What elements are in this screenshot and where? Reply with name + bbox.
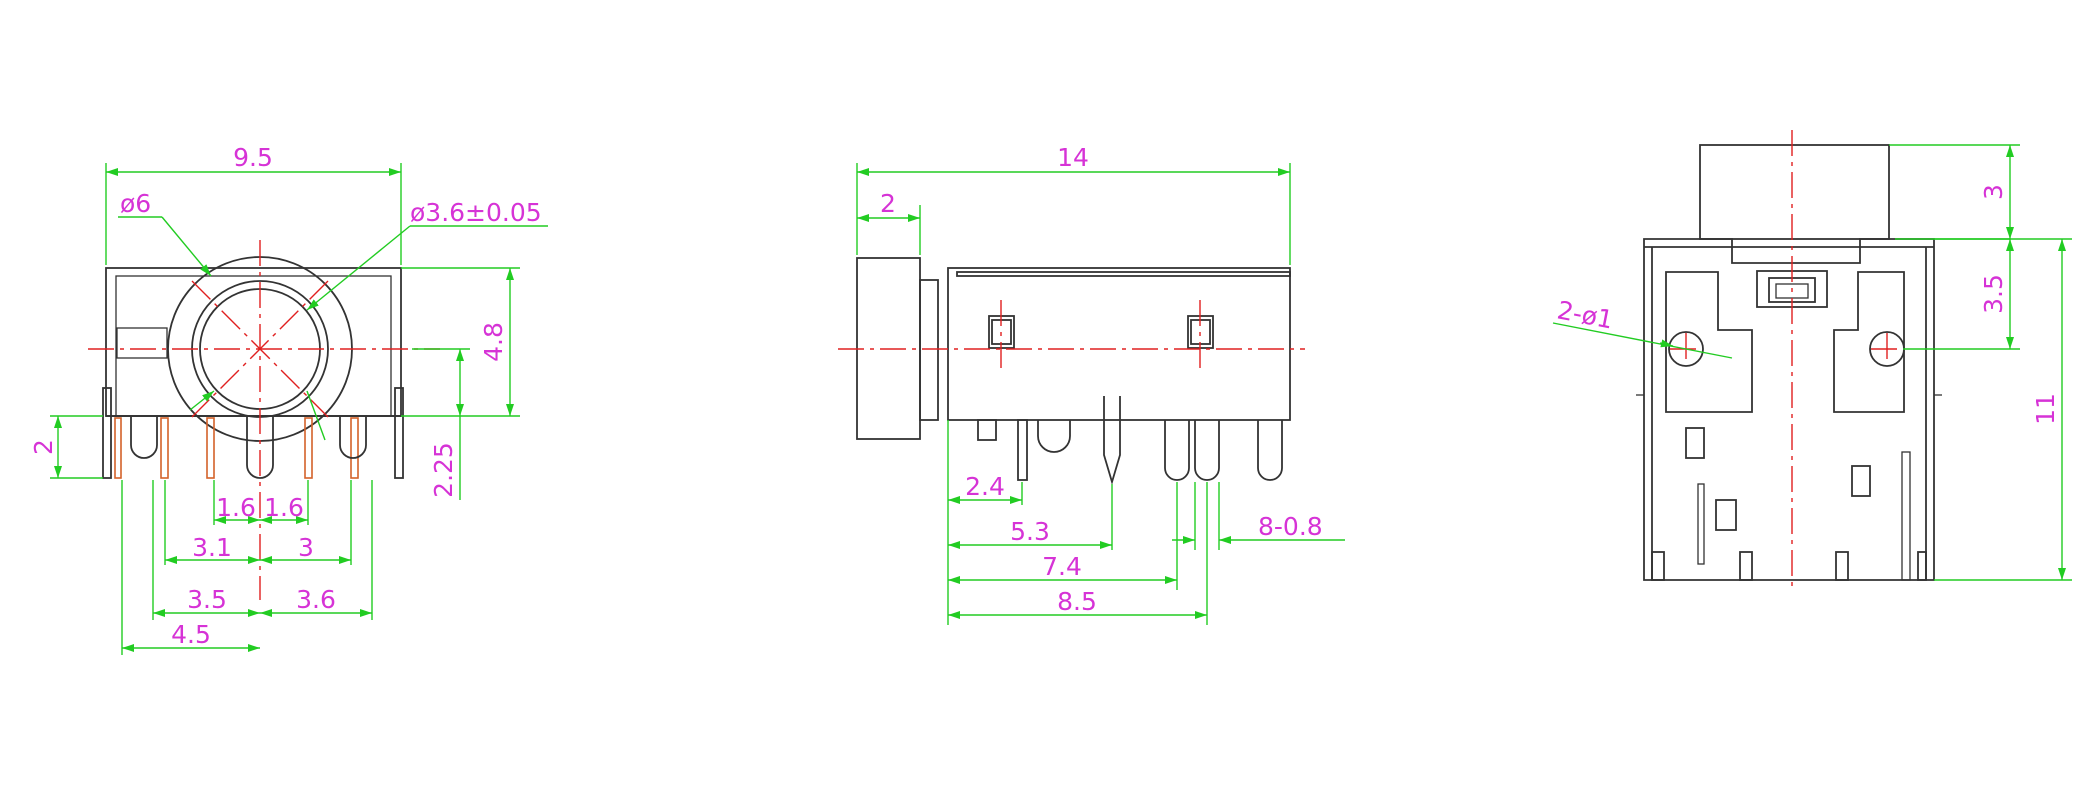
- dim-label: 2.25: [429, 442, 458, 498]
- dim-label: 2.4: [965, 472, 1005, 501]
- dim-label: 14: [1057, 143, 1089, 172]
- dim-label: 3: [1979, 184, 2008, 200]
- dim-label: 11: [2031, 393, 2060, 425]
- dim-bore-diameter: ø3.6±0.05: [189, 198, 548, 441]
- dim-side-5-3: 5.3: [948, 517, 1112, 549]
- dim-label: 5.3: [1010, 517, 1050, 546]
- dim-rear-holes: 2-ø1: [1552, 295, 1733, 359]
- dim-label: 3.1: [192, 533, 232, 562]
- dim-pitch-1-6: 1.6 1.6: [214, 493, 308, 524]
- dim-label: 3.6: [296, 585, 336, 614]
- dim-label: 1.6: [216, 493, 256, 522]
- dim-side-2-4: 2.4: [948, 472, 1022, 504]
- dim-label: 8-0.8: [1258, 512, 1323, 541]
- dim-label: 2: [880, 189, 896, 218]
- rear-view: 2-ø1 3 3.5 11: [1552, 130, 2072, 590]
- dim-label: 4.5: [171, 620, 211, 649]
- dim-rear-3: 3: [1889, 144, 2020, 240]
- dim-rear-11: 11: [1934, 238, 2072, 581]
- dim-span-3-5-3-6: 3.5 3.6: [153, 585, 372, 617]
- dim-label: 2-ø1: [1555, 295, 1616, 334]
- dim-span-3-1-3: 3.1 3: [165, 533, 351, 564]
- front-view-pins: [102, 387, 404, 479]
- dim-span-4-5: 4.5: [122, 620, 260, 652]
- dim-height-2-25: 2.25: [412, 348, 470, 500]
- dim-label: 3.5: [1979, 274, 2008, 314]
- front-view: 9.5 ø6 ø3.6±0.05 4.8 2.25: [29, 143, 548, 655]
- side-pin-extension-lines: [947, 420, 1220, 625]
- dim-side-length: 14: [856, 143, 1291, 265]
- dim-label: 7.4: [1042, 552, 1082, 581]
- side-view-body: [856, 257, 1291, 441]
- side-view-pins: [1017, 396, 1283, 486]
- dim-front-width: 9.5: [105, 143, 402, 265]
- dim-rear-3-5: 3.5: [1903, 239, 2020, 350]
- dim-side-7-4: 7.4: [948, 552, 1177, 584]
- dim-side-nose: 2: [857, 189, 921, 255]
- dim-label: 9.5: [233, 143, 273, 172]
- front-pin-extension-lines: [121, 480, 373, 655]
- dim-label: 8.5: [1057, 587, 1097, 616]
- dim-label: 4.8: [479, 322, 508, 362]
- dim-label: 1.6: [264, 493, 304, 522]
- dim-label: ø6: [120, 189, 151, 218]
- dim-height-2: 2: [29, 415, 103, 479]
- dim-label: 2: [29, 439, 58, 455]
- dim-side-pin-width: 8-0.8: [1172, 512, 1345, 544]
- side-view: 14 2 2.4 5.3 7.4: [838, 143, 1345, 625]
- dim-label: ø3.6±0.05: [410, 198, 542, 227]
- dim-outer-diameter: ø6: [118, 189, 212, 277]
- rear-view-body: [1636, 144, 1942, 581]
- dim-label: 3: [298, 533, 314, 562]
- dim-side-8-5: 8.5: [948, 587, 1207, 619]
- dim-label: 3.5: [187, 585, 227, 614]
